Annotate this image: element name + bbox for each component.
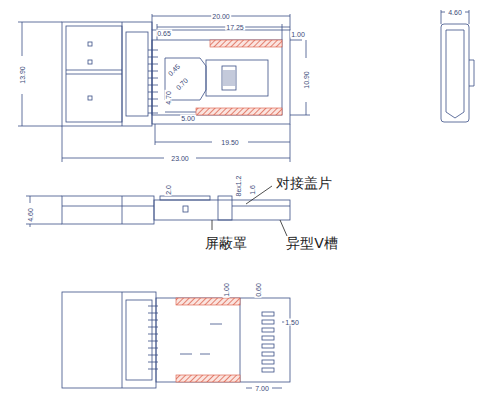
dimension: 0.65 [156, 30, 172, 37]
part-callout: 异型V槽 [285, 236, 339, 250]
dimension: 0.60 [255, 282, 262, 298]
dimension: 23.00 [170, 155, 190, 162]
dimension: 2.0 [165, 184, 172, 196]
dimension: 17.25 [225, 24, 245, 31]
dimension: 13.90 [19, 65, 26, 85]
dimension: 0.45 [166, 62, 182, 78]
dimension: 8ex1.2 [235, 174, 242, 197]
dimension: 4.60 [447, 9, 463, 16]
dimension: 20.00 [211, 13, 231, 20]
dimension: 10.90 [303, 70, 310, 90]
dimension: 5.00 [180, 115, 196, 122]
part-callout: 对接盖片 [275, 176, 333, 190]
dimension: 19.50 [220, 139, 240, 146]
part-callout: 屏蔽罩 [204, 236, 248, 250]
dimension: 1.00 [223, 282, 230, 298]
dimension: 7.00 [254, 385, 270, 392]
dimension: 0.70 [174, 76, 190, 92]
dimension: 4.60 [27, 207, 34, 223]
dimension: 1.50 [284, 319, 300, 326]
dimension: 1.6 [249, 184, 256, 196]
dimension: 1.00 [290, 31, 306, 38]
dimension: 4.70 [165, 90, 172, 106]
